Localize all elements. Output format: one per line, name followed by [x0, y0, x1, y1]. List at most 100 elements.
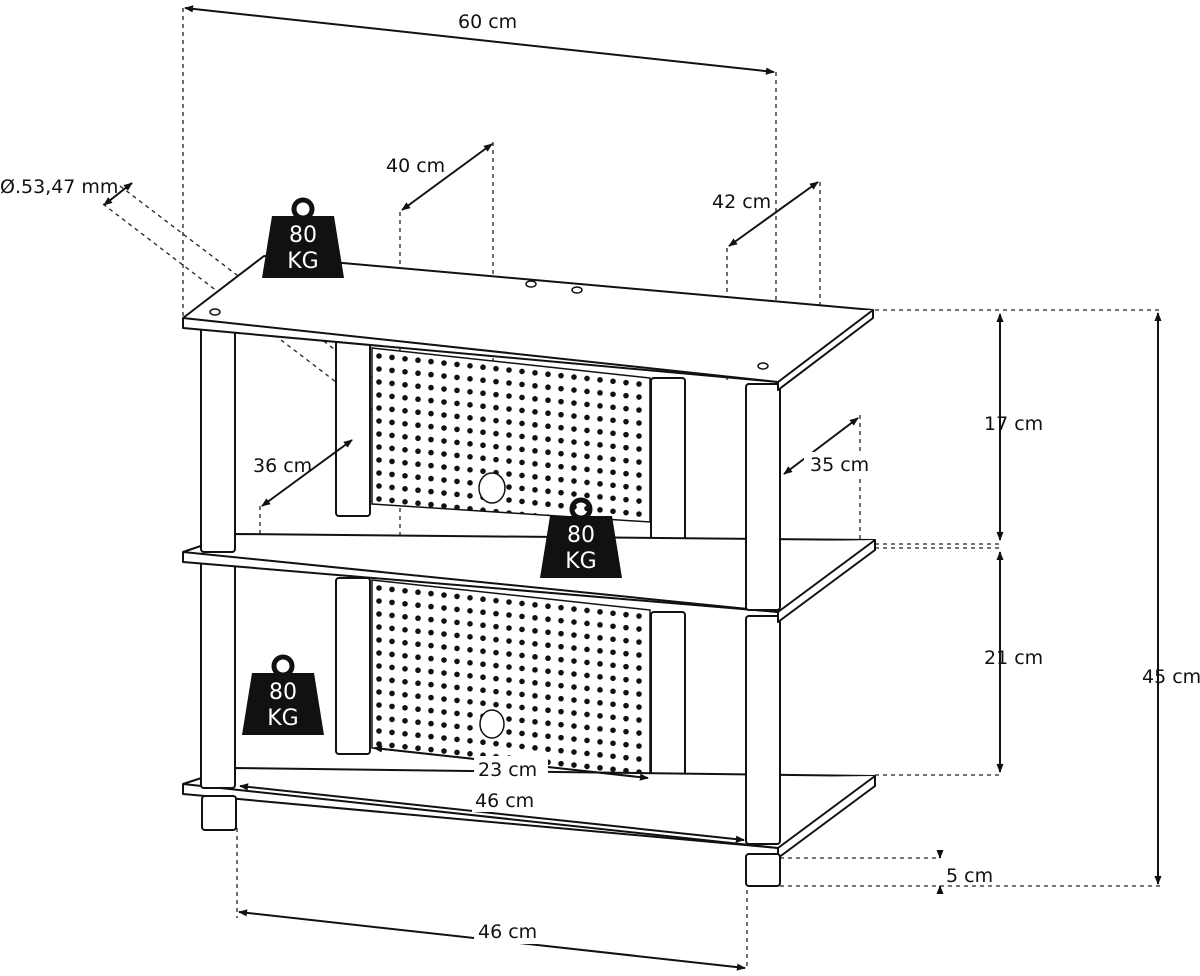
perforation-dot	[467, 608, 473, 614]
perforation-dot	[532, 448, 538, 454]
perforation-dot	[506, 677, 512, 683]
perforation-dot	[389, 354, 395, 361]
perforation-dot	[467, 751, 473, 757]
perforation-dot	[571, 387, 577, 393]
perforation-dot	[571, 606, 577, 612]
perforation-dot	[415, 732, 421, 739]
perforation-dot	[545, 371, 551, 378]
perforation-dot	[623, 611, 629, 618]
perforation-dot	[428, 746, 434, 753]
perforation-dot	[597, 648, 603, 654]
perforation-dot	[545, 629, 551, 636]
perforation-dot	[597, 403, 603, 409]
perforation-dot	[467, 647, 473, 653]
perforation-dot	[441, 399, 447, 405]
perforation-dot	[610, 649, 616, 656]
perforation-dot	[545, 397, 551, 404]
perforation-dot	[532, 409, 538, 415]
perforation-dot	[376, 650, 382, 656]
perforation-dot	[519, 665, 525, 672]
perforation-dot	[454, 478, 460, 485]
perforation-dot	[597, 700, 603, 706]
perforation-dot	[545, 462, 551, 469]
perforation-dot	[402, 666, 408, 672]
perforation-dot	[558, 411, 564, 418]
perforation-dot	[441, 477, 447, 483]
perforation-dot	[467, 454, 473, 460]
perforation-dot	[376, 741, 382, 747]
perforation-dot	[584, 466, 590, 473]
perforation-dot	[454, 697, 460, 704]
perforation-dot	[623, 676, 629, 683]
perforation-dot	[506, 471, 512, 477]
depth-35-label: 35 cm	[810, 454, 869, 476]
perforation-dot	[584, 698, 590, 705]
perforation-dot	[428, 668, 434, 675]
weight-badge-bottom: 80 KG	[242, 654, 324, 735]
perforation-dot	[584, 711, 590, 718]
perforation-dot	[480, 609, 486, 616]
label-backgrounds	[453, 6, 874, 944]
perforation-dot	[493, 443, 499, 450]
perforation-dot	[467, 699, 473, 705]
top-shelf	[182, 255, 874, 391]
weight-value: 80	[567, 523, 595, 548]
perforation-dot	[571, 645, 577, 651]
perforation-dot	[441, 490, 447, 496]
perforation-dot	[415, 667, 421, 674]
perforation-dot	[623, 483, 629, 490]
perforation-dot	[389, 651, 395, 658]
perforation-dot	[610, 688, 616, 695]
perforation-dot	[584, 414, 590, 421]
perforation-dot	[441, 722, 447, 728]
perforation-dot	[506, 729, 512, 735]
width-46-inner-arrow	[239, 783, 745, 843]
perforation-dot	[519, 600, 525, 607]
perforation-dot	[597, 494, 603, 500]
perforation-dot	[415, 357, 421, 364]
perforation-dot	[441, 748, 447, 754]
perforation-dot	[571, 736, 577, 742]
perforation-dot	[584, 659, 590, 666]
perforation-dot	[480, 661, 486, 668]
perforation-dot	[506, 599, 512, 605]
perforation-dot	[467, 363, 473, 369]
perforation-dot	[545, 655, 551, 662]
perforation-dot	[532, 628, 538, 634]
perforation-dot	[597, 390, 603, 396]
perforation-dot	[428, 642, 434, 649]
perforation-dot	[376, 418, 382, 424]
perforation-dot	[480, 442, 486, 449]
perforation-dot	[454, 517, 460, 522]
perforation-dot	[493, 521, 499, 522]
perforation-dot	[597, 687, 603, 693]
perforation-dot	[389, 638, 395, 645]
perforation-dot	[610, 456, 616, 463]
perforation-dot	[493, 456, 499, 463]
perforation-dot	[623, 392, 629, 399]
perforation-dot	[545, 746, 551, 753]
diameter-label: Ø.53,47 mm	[0, 176, 118, 198]
perforation-dot	[480, 507, 486, 514]
perforation-dot	[584, 672, 590, 679]
perforation-dot	[480, 520, 486, 522]
perforation-dot	[402, 460, 408, 466]
perforation-dot	[402, 421, 408, 427]
weight-unit: KG	[565, 549, 596, 574]
perforation-dot	[493, 688, 499, 695]
perforation-dot	[623, 405, 629, 412]
perforation-dot	[584, 427, 590, 434]
perforation-dot	[519, 433, 525, 440]
depth-36-arrow	[261, 439, 353, 507]
perforation-dot	[558, 398, 564, 405]
perforation-dot	[532, 745, 538, 751]
perforation-dot	[402, 499, 408, 505]
perforation-dot	[467, 660, 473, 666]
perforation-dot	[636, 381, 642, 387]
perforation-dot	[571, 439, 577, 445]
perforation-dot	[506, 458, 512, 464]
perforation-dot	[428, 462, 434, 469]
perforation-dot	[493, 391, 499, 398]
perforation-dot	[532, 474, 538, 480]
perforation-dot	[493, 378, 499, 385]
